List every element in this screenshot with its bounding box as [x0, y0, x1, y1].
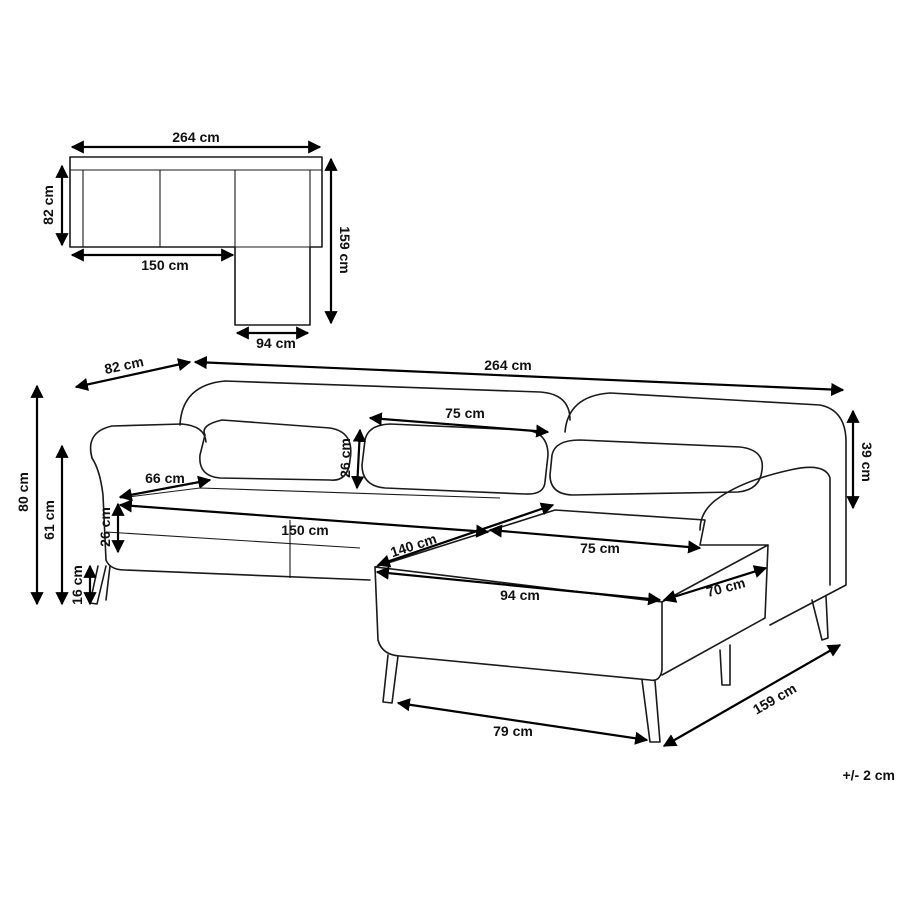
label-chaise-length: 140 cm	[388, 530, 438, 560]
label-chaise-seat-width: 75 cm	[580, 540, 620, 556]
label-plan-width: 264 cm	[172, 129, 219, 145]
dim-arrow-chaise-width	[375, 566, 662, 606]
label-back-height: 39 cm	[859, 442, 875, 482]
label-plan-total-depth: 159 cm	[337, 226, 353, 273]
perspective-dimensions: 82 cm 264 cm 80 cm 61 cm 16 cm 26 cm 66 …	[15, 353, 875, 747]
dim-arrow-chaise-length	[376, 502, 555, 568]
left-legs	[89, 565, 111, 605]
right-leg-back	[811, 595, 829, 641]
dim-arrow-chaise-seat-depth	[662, 565, 768, 603]
dim-arrow-chaise-total-depth	[662, 644, 842, 747]
label-total-width: 264 cm	[484, 357, 531, 373]
label-arm-height: 61 cm	[41, 500, 57, 540]
label-chaise-base-width: 79 cm	[493, 723, 533, 739]
label-seat-thickness: 26 cm	[97, 507, 113, 547]
label-seat-depth: 66 cm	[145, 470, 185, 486]
label-cushion-width: 75 cm	[445, 405, 485, 421]
dim-arrow-cushion-height	[351, 428, 366, 490]
label-total-height: 80 cm	[15, 472, 31, 512]
label-cushion-height: 26 cm	[337, 438, 353, 478]
plan-outline	[69, 156, 323, 326]
right-cushion	[549, 439, 764, 496]
plan-seat-lines	[70, 169, 322, 248]
label-plan-sofa-width: 150 cm	[141, 257, 188, 273]
left-seat-base	[105, 559, 371, 581]
left-seat-lines	[105, 487, 501, 578]
left-armrest-top	[89, 423, 207, 459]
plan-view: 264 cm 82 cm 150 cm 159 cm 94 cm	[40, 129, 353, 351]
middle-cushion	[361, 423, 549, 495]
sofa-perspective	[89, 380, 847, 743]
tolerance-note: +/- 2 cm	[842, 767, 895, 783]
dim-arrow-chaise-seat-width	[488, 524, 702, 554]
chaise-leg-front-left	[382, 654, 399, 704]
label-chaise-total-depth: 159 cm	[750, 680, 799, 718]
chaise-side	[661, 544, 769, 676]
left-cushion	[199, 419, 352, 481]
dim-arrow-depth	[74, 358, 192, 391]
dim-arrow-cushion-width	[368, 412, 550, 438]
dim-arrow-seat-depth	[118, 475, 212, 502]
label-chaise-seat-depth: 70 cm	[704, 574, 746, 600]
chaise-leg-front-right	[641, 679, 661, 743]
right-armrest	[699, 466, 831, 586]
chaise-leg-back	[719, 644, 731, 686]
label-seat-width: 150 cm	[281, 522, 328, 538]
label-chaise-width: 94 cm	[500, 587, 540, 603]
chaise-front	[374, 566, 663, 682]
label-leg-height: 16 cm	[69, 565, 85, 605]
dim-arrow-chaise-base-width	[396, 698, 649, 745]
right-backrest	[564, 392, 847, 626]
left-armrest-front	[91, 457, 107, 561]
label-plan-depth: 82 cm	[40, 185, 56, 225]
dim-arrow-total-width	[193, 355, 845, 397]
label-plan-chaise-width: 94 cm	[256, 335, 296, 351]
